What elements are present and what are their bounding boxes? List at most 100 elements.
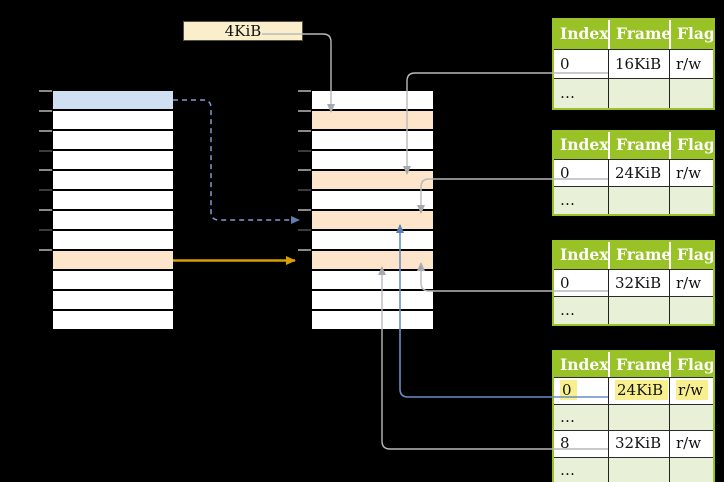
cell-value: 0: [560, 273, 570, 292]
tick-mark: [298, 90, 311, 92]
table-cell: [608, 79, 669, 108]
table-header-row: IndexFrameFlags: [554, 352, 713, 378]
table-cell: [669, 297, 713, 324]
column-header: Frame: [608, 20, 669, 49]
table-cell: 32KiB: [608, 431, 669, 457]
cell-value: 32KiB: [615, 273, 662, 292]
table-cell: r/w: [669, 431, 713, 457]
column-header: Flags: [669, 132, 713, 159]
table-row: 0 16KiB r/w: [554, 48, 713, 79]
memory-row: [53, 230, 173, 250]
tick-mark: [298, 109, 311, 112]
table-cell: …: [554, 297, 608, 324]
table-cell: …: [554, 458, 608, 482]
table-cell: …: [554, 187, 608, 214]
memory-row: [53, 290, 173, 310]
table-cell: r/w: [669, 269, 713, 297]
cell-value: r/w: [676, 163, 702, 182]
column-header: Frame: [608, 132, 669, 159]
column-header: Flags: [669, 20, 713, 49]
cell-value: 0: [560, 54, 570, 73]
column-header: Flags: [669, 352, 713, 378]
table-cell: [669, 187, 713, 214]
memory-row: [312, 230, 433, 250]
tick-mark: [298, 248, 311, 251]
table-cell: [608, 457, 669, 482]
page-table-1: IndexFrameFlags 0 16KiB r/w …: [552, 18, 715, 110]
table-cell: 0: [554, 378, 608, 403]
memory-row: [312, 270, 433, 290]
cell-value: 24KiB: [615, 163, 662, 182]
table-cell: r/w: [669, 159, 713, 187]
table-header-row: IndexFrameFlags: [554, 132, 713, 159]
table-cell: 32KiB: [608, 269, 669, 297]
memory-row: [312, 170, 433, 190]
table-row: 8 32KiB r/w: [554, 430, 713, 457]
memory-row: [53, 210, 173, 230]
cell-value: …: [560, 407, 575, 426]
column-header: Flags: [669, 242, 713, 269]
table-row: …: [554, 186, 713, 214]
table-cell: 24KiB: [608, 378, 669, 404]
memory-row: [53, 250, 173, 270]
page-table-2: IndexFrameFlags 0 24KiB r/w …: [552, 130, 715, 216]
memory-row: [53, 310, 173, 330]
table-cell: 24KiB: [608, 159, 669, 187]
column-header: Index: [560, 355, 608, 374]
memory-row: [312, 250, 433, 270]
memory-column-middle: [312, 91, 433, 330]
page-size-box: 4KiB: [183, 21, 303, 41]
tick-mark: [39, 209, 52, 211]
table-row: 0 24KiB r/w: [554, 158, 713, 187]
tick-mark: [39, 129, 52, 132]
memory-row: [53, 91, 173, 110]
cell-value: 0: [560, 163, 570, 182]
memory-row: [53, 190, 173, 210]
cell-value: 8: [560, 434, 570, 453]
memory-row: [312, 310, 433, 330]
memory-row: [53, 170, 173, 190]
table-cell: …: [554, 405, 608, 430]
cell-value: 32KiB: [615, 434, 662, 453]
memory-row: [312, 91, 433, 110]
table-cell: r/w: [669, 49, 713, 79]
cell-value: r/w: [676, 434, 702, 453]
cell-value: r/w: [676, 54, 702, 73]
table-cell: [608, 297, 669, 324]
column-header: Index: [560, 24, 608, 43]
tick-mark: [39, 189, 52, 192]
memory-column-left: [53, 91, 173, 330]
tick-mark: [39, 149, 52, 152]
page-size-label: 4KiB: [224, 22, 262, 40]
cell-value: 0: [560, 380, 577, 401]
table-cell: [669, 404, 713, 431]
tick-mark: [298, 209, 311, 211]
memory-row: [53, 270, 173, 290]
tick-mark: [39, 248, 52, 251]
table-header-row: IndexFrameFlags: [554, 20, 713, 49]
table-cell: 16KiB: [608, 49, 669, 79]
table-row: …: [554, 403, 713, 431]
column-header: Frame: [608, 242, 669, 269]
memory-row: [312, 130, 433, 150]
tick-mark: [298, 169, 311, 172]
table-row: …: [554, 78, 713, 108]
cell-value: 24KiB: [615, 380, 669, 401]
memory-row: [312, 290, 433, 310]
tick-mark: [39, 109, 52, 112]
tick-mark: [39, 169, 52, 172]
memory-row: [312, 190, 433, 210]
column-header: Index: [560, 135, 608, 154]
memory-row: [312, 210, 433, 230]
cell-value: …: [560, 460, 575, 479]
memory-row: [53, 110, 173, 130]
table-cell: 0: [554, 270, 608, 297]
cell-value: …: [560, 301, 575, 320]
cell-value: …: [560, 191, 575, 210]
tick-mark: [298, 149, 311, 152]
table-cell: …: [554, 79, 608, 108]
table-row: 0 32KiB r/w: [554, 268, 713, 297]
page-table-3: IndexFrameFlags032KiBr/w…: [552, 240, 715, 326]
page-table-4: IndexFrameFlags0 24KiB r/w … 8 32KiB r/w …: [552, 350, 715, 482]
